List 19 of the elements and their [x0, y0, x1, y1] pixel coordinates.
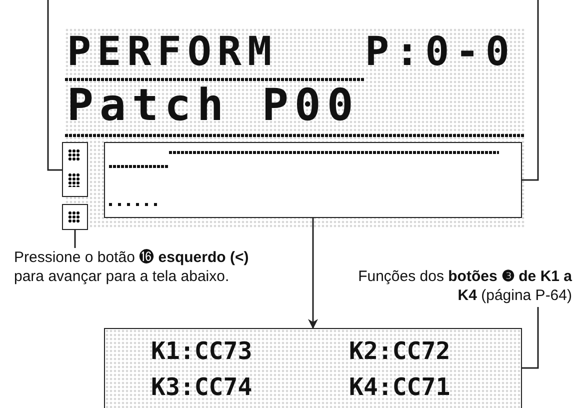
- arrow: [308, 218, 318, 329]
- leader-line: [522, 0, 539, 181]
- instruction-text: Funções dos botões ❸ de K1 a K4 (página P-64): [340, 267, 572, 307]
- lcd-screen: [104, 328, 522, 408]
- display-text: K1:CC73: [151, 339, 252, 363]
- display-text: PERFORM: [67, 32, 278, 72]
- display-text: K4:CC71: [349, 375, 450, 399]
- display-text: Patch P00: [67, 84, 360, 128]
- leader-line: [522, 307, 539, 369]
- display-text: K3:CC74: [151, 375, 252, 399]
- indicator-box: [62, 142, 88, 197]
- display-text: P:0-0: [365, 32, 516, 72]
- parameter-area-box: [104, 142, 522, 218]
- lcd-screen: [65, 28, 525, 228]
- leader-line: [47, 0, 62, 171]
- display-text: K2:CC72: [349, 339, 450, 363]
- indicator-box: [62, 204, 88, 230]
- instruction-text: Pressione o botão ⓰ esquerdo (<) para avançar para a tela abaixo.: [14, 248, 276, 308]
- leader-line: [74, 230, 76, 248]
